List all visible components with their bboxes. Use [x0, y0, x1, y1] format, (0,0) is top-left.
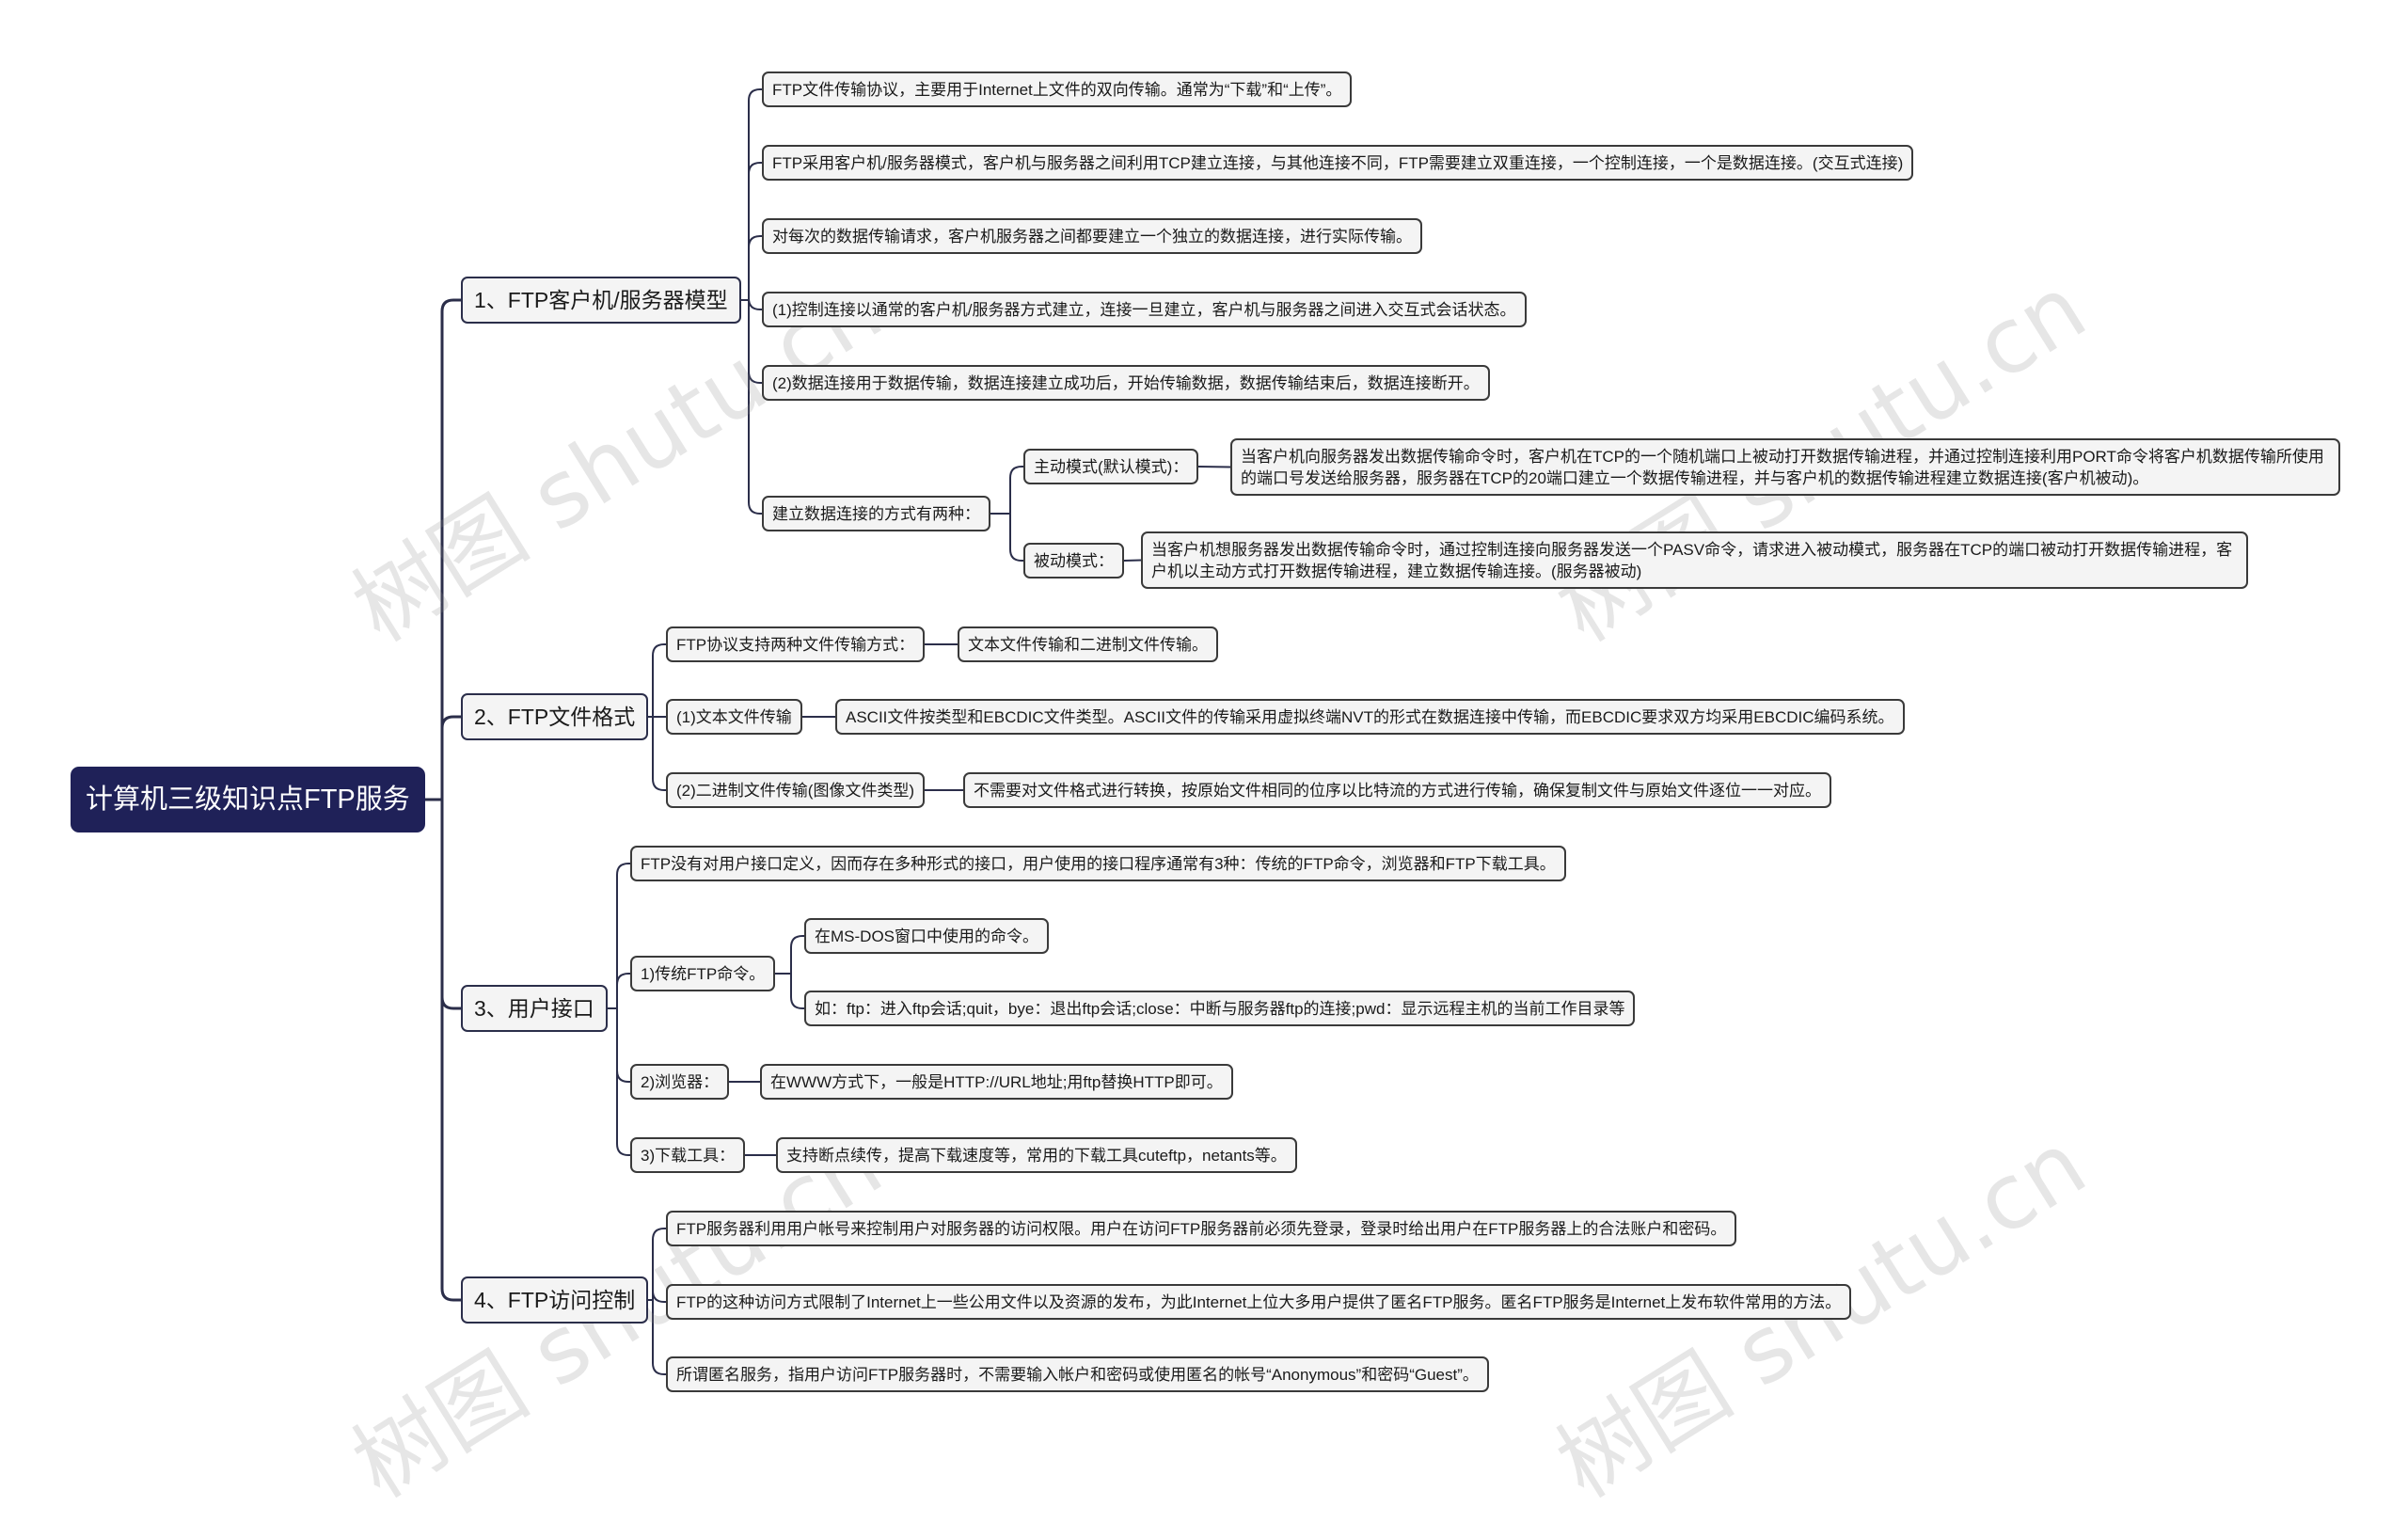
topic-ms-dos-commands[interactable]: 在MS-DOS窗口中使用的命令。: [804, 918, 1049, 954]
connector-line: [652, 643, 666, 717]
connector-line: [652, 1228, 666, 1300]
topic-anonymous-service[interactable]: 所谓匿名服务，指用户访问FTP服务器时，不需要输入帐户和密码或使用匿名的帐号“A…: [666, 1356, 1489, 1392]
branch-access-control[interactable]: 4、FTP访问控制: [461, 1276, 649, 1324]
connector-line: [1197, 466, 1231, 468]
topic-connection-modes[interactable]: 建立数据连接的方式有两种：: [762, 496, 990, 531]
connector-line: [1009, 466, 1023, 514]
connector-line: [1123, 559, 1142, 562]
connector-line: [616, 1008, 630, 1083]
connector-line: [440, 800, 461, 1302]
connector-line: [1009, 514, 1023, 562]
topic-data-connection-request[interactable]: 对每次的数据传输请求，客户机服务器之间都要建立一个独立的数据连接，进行实际传输。: [762, 218, 1422, 254]
topic-anonymous-ftp[interactable]: FTP的这种访问方式限制了Internet上一些公用文件以及资源的发布，为此In…: [666, 1284, 1852, 1320]
connector-line: [748, 297, 762, 310]
topic-active-mode-detail[interactable]: 当客户机向服务器发出数据传输命令时，客户机在TCP的一个随机端口上被动打开数据传…: [1230, 438, 2340, 496]
connector-line: [652, 1300, 666, 1375]
connector-lines: [425, 88, 1231, 1375]
connector-line: [748, 88, 762, 300]
topic-text-transfer-detail[interactable]: ASCII文件按类型和EBCDIC文件类型。ASCII文件的传输采用虚拟终端NV…: [835, 699, 1905, 735]
topic-transfer-modes-detail[interactable]: 文本文件传输和二进制文件传输。: [958, 626, 1218, 662]
connector-line: [652, 1290, 666, 1303]
topic-ftp-commands[interactable]: 1)传统FTP命令。: [630, 956, 776, 991]
topic-data-connection[interactable]: (2)数据连接用于数据传输，数据连接建立成功后，开始传输数据，数据传输结束后，数…: [762, 365, 1490, 401]
topic-text-transfer[interactable]: (1)文本文件传输: [666, 699, 802, 735]
topic-browser-detail[interactable]: 在WWW方式下，一般是HTTP://URL地址;用ftp替换HTTP即可。: [760, 1064, 1233, 1100]
topic-browser[interactable]: 2)浏览器：: [630, 1064, 730, 1100]
topic-download-tools-detail[interactable]: 支持断点续传，提高下载速度等，常用的下载工具cuteftp，netants等。: [776, 1137, 1297, 1173]
topic-binary-transfer[interactable]: (2)二进制文件传输(图像文件类型): [666, 772, 926, 808]
topic-client-server-mode[interactable]: FTP采用客户机/服务器模式，客户机与服务器之间利用TCP建立连接，与其他连接不…: [762, 145, 1914, 181]
branch-ftp-model[interactable]: 1、FTP客户机/服务器模型: [461, 277, 741, 324]
connector-line: [790, 974, 804, 1009]
topic-active-mode[interactable]: 主动模式(默认模式)：: [1023, 449, 1199, 484]
topic-ftp-definition[interactable]: FTP文件传输协议，主要用于Internet上文件的双向传输。通常为“下载”和“…: [762, 71, 1353, 107]
connector-line: [440, 800, 461, 1010]
connector-line: [616, 973, 630, 1008]
connector-line: [790, 935, 804, 974]
connector-line: [616, 1008, 630, 1156]
topic-download-tools[interactable]: 3)下载工具：: [630, 1137, 746, 1173]
branch-user-interface[interactable]: 3、用户接口: [461, 985, 608, 1032]
connector-line: [440, 298, 461, 800]
connector-line: [748, 300, 762, 515]
connector-line: [616, 863, 630, 1008]
topic-interface-intro[interactable]: FTP没有对用户接口定义，因而存在多种形式的接口，用户使用的接口程序通常有3种：…: [630, 846, 1566, 881]
branch-file-format[interactable]: 2、FTP文件格式: [461, 693, 649, 740]
topic-command-examples[interactable]: 如：ftp：进入ftp会话;quit，bye：退出ftp会话;close：中断与…: [804, 991, 1636, 1026]
topic-transfer-modes[interactable]: FTP协议支持两种文件传输方式：: [666, 626, 926, 662]
connector-line: [440, 715, 461, 800]
topic-passive-mode[interactable]: 被动模式：: [1023, 543, 1124, 579]
connector-line: [748, 235, 762, 300]
mind-map: 树图 shutu.cn 树图 shutu.cn 树图 shutu.cn 树图 s…: [71, 71, 2340, 1518]
connector-line: [652, 717, 666, 791]
topic-passive-mode-detail[interactable]: 当客户机想服务器发出数据传输命令时，通过控制连接向服务器发送一个PASV命令，请…: [1141, 531, 2248, 589]
topic-user-accounts[interactable]: FTP服务器利用用户帐号来控制用户对服务器的访问权限。用户在访问FTP服务器前必…: [666, 1211, 1737, 1246]
connector-line: [748, 300, 762, 384]
connector-line: [748, 162, 762, 300]
topic-binary-transfer-detail[interactable]: 不需要对文件格式进行转换，按原始文件相同的位序以比特流的方式进行传输，确保复制文…: [963, 772, 1831, 808]
topic-control-connection[interactable]: (1)控制连接以通常的客户机/服务器方式建立，连接一旦建立，客户机与服务器之间进…: [762, 292, 1527, 327]
root-topic[interactable]: 计算机三级知识点FTP服务: [71, 767, 425, 832]
